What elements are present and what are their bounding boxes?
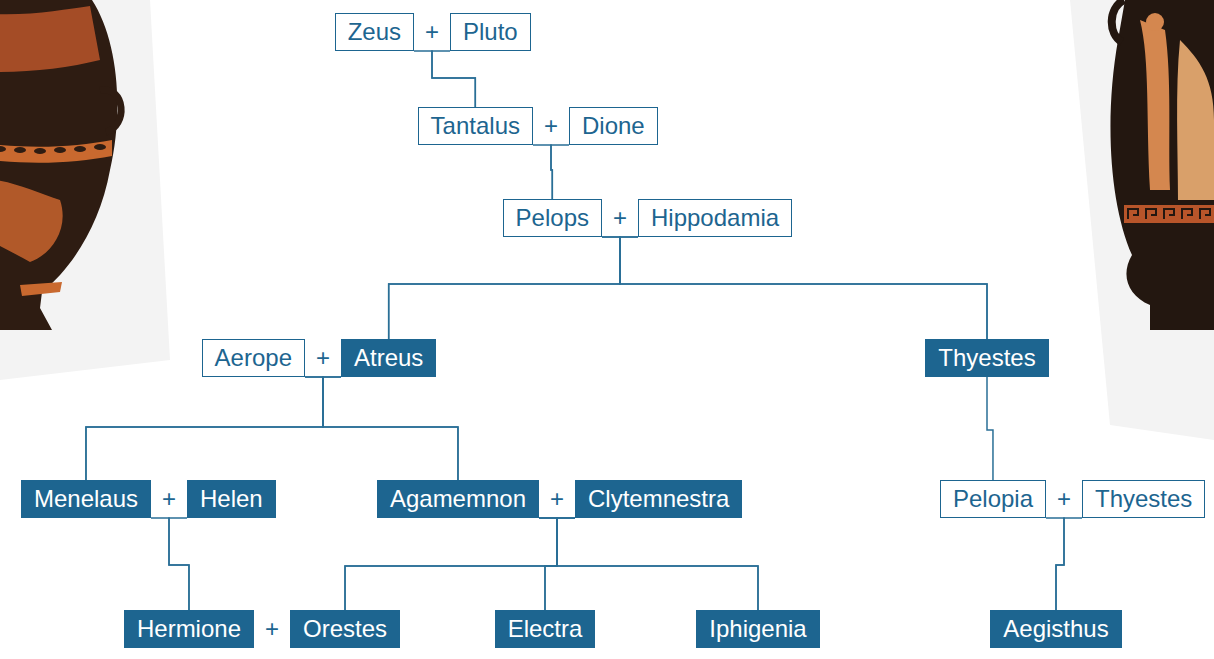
lineage-line — [414, 51, 475, 107]
lineage-line — [551, 145, 569, 199]
person-box: Pelopia — [940, 480, 1046, 518]
vase-body — [0, 0, 117, 330]
person-name: Aegisthus — [1003, 617, 1108, 641]
person-name: Helen — [200, 487, 263, 511]
person-box: Hermione — [124, 610, 254, 648]
lineage-line — [323, 377, 458, 480]
laurel-band — [0, 140, 112, 163]
person-name: Electra — [508, 617, 583, 641]
lineage-line — [151, 518, 189, 610]
vase-figure — [1140, 20, 1170, 190]
vase-figures — [0, 6, 100, 72]
vase-figure — [1146, 13, 1164, 31]
person-box: Tantalus — [418, 107, 533, 145]
couple-sign: + — [162, 487, 176, 511]
person-box: Agamemnon — [377, 480, 539, 518]
person-name: Tantalus — [431, 114, 520, 138]
person-box: Electra — [495, 610, 596, 648]
meander-pattern — [1128, 209, 1210, 219]
lineage-line — [1056, 518, 1082, 610]
person-box: Pluto — [450, 13, 531, 51]
left-vase — [0, 0, 121, 330]
lineage-line — [620, 237, 987, 339]
right-vase — [1110, 0, 1214, 330]
person-box: Iphigenia — [696, 610, 819, 648]
vase-handle — [1112, 0, 1124, 42]
lineage-line — [539, 518, 758, 610]
person-name: Iphigenia — [709, 617, 806, 641]
person-name: Pluto — [463, 20, 518, 44]
person-box: Aegisthus — [990, 610, 1121, 648]
lineage-line — [86, 377, 323, 480]
vase-figure — [1177, 40, 1214, 200]
person-box: Clytemnestra — [575, 480, 742, 518]
person-name: Atreus — [354, 346, 423, 370]
person-box: Atreus — [341, 339, 436, 377]
couple-sign: + — [1057, 487, 1071, 511]
person-name: Thyestes — [1095, 487, 1192, 511]
person-name: Zeus — [348, 20, 401, 44]
person-name: Dione — [582, 114, 645, 138]
laurel-leaves — [0, 144, 106, 154]
person-box: Helen — [187, 480, 276, 518]
person-box: Thyestes — [1082, 480, 1205, 518]
couple-sign: + — [550, 487, 564, 511]
couple-sign: + — [425, 20, 439, 44]
lineage-line — [987, 377, 993, 480]
person-name: Menelaus — [34, 487, 138, 511]
person-box: Menelaus — [21, 480, 151, 518]
person-box: Zeus — [335, 13, 414, 51]
person-box: Hippodamia — [638, 199, 792, 237]
vase-band — [20, 282, 62, 296]
lineage-line — [345, 518, 575, 610]
couple-sign: + — [265, 617, 279, 641]
person-name: Hermione — [137, 617, 241, 641]
person-name: Clytemnestra — [588, 487, 729, 511]
lineage-line — [1046, 518, 1064, 610]
lineage-line — [345, 518, 557, 610]
person-box: Aerope — [202, 339, 305, 377]
vase-figures — [0, 179, 63, 262]
person-name: Pelops — [516, 206, 589, 230]
meander-band — [1124, 205, 1214, 223]
person-name: Agamemnon — [390, 487, 526, 511]
person-box: Dione — [569, 107, 658, 145]
lineage-line — [389, 237, 638, 339]
lineage-line — [545, 518, 575, 610]
lineage-line — [533, 145, 552, 199]
person-name: Thyestes — [938, 346, 1035, 370]
lineage-line — [86, 377, 341, 480]
couple-sign: + — [544, 114, 558, 138]
person-name: Hippodamia — [651, 206, 779, 230]
couple-sign: + — [613, 206, 627, 230]
lineage-line — [169, 518, 189, 610]
lineage-line — [305, 377, 458, 480]
lineage-line — [389, 237, 620, 339]
vase-body — [1110, 0, 1214, 330]
person-box: Pelops — [503, 199, 602, 237]
person-box: Orestes — [290, 610, 400, 648]
lineage-line — [602, 237, 987, 339]
person-name: Pelopia — [953, 487, 1033, 511]
lineage-line — [539, 518, 557, 610]
person-box: Thyestes — [925, 339, 1048, 377]
background-panel — [1070, 0, 1214, 440]
couple-sign: + — [316, 346, 330, 370]
lineage-line — [557, 518, 758, 610]
person-name: Aerope — [215, 346, 292, 370]
person-name: Orestes — [303, 617, 387, 641]
lineage-line — [432, 51, 475, 107]
vase-handle — [100, 90, 121, 132]
